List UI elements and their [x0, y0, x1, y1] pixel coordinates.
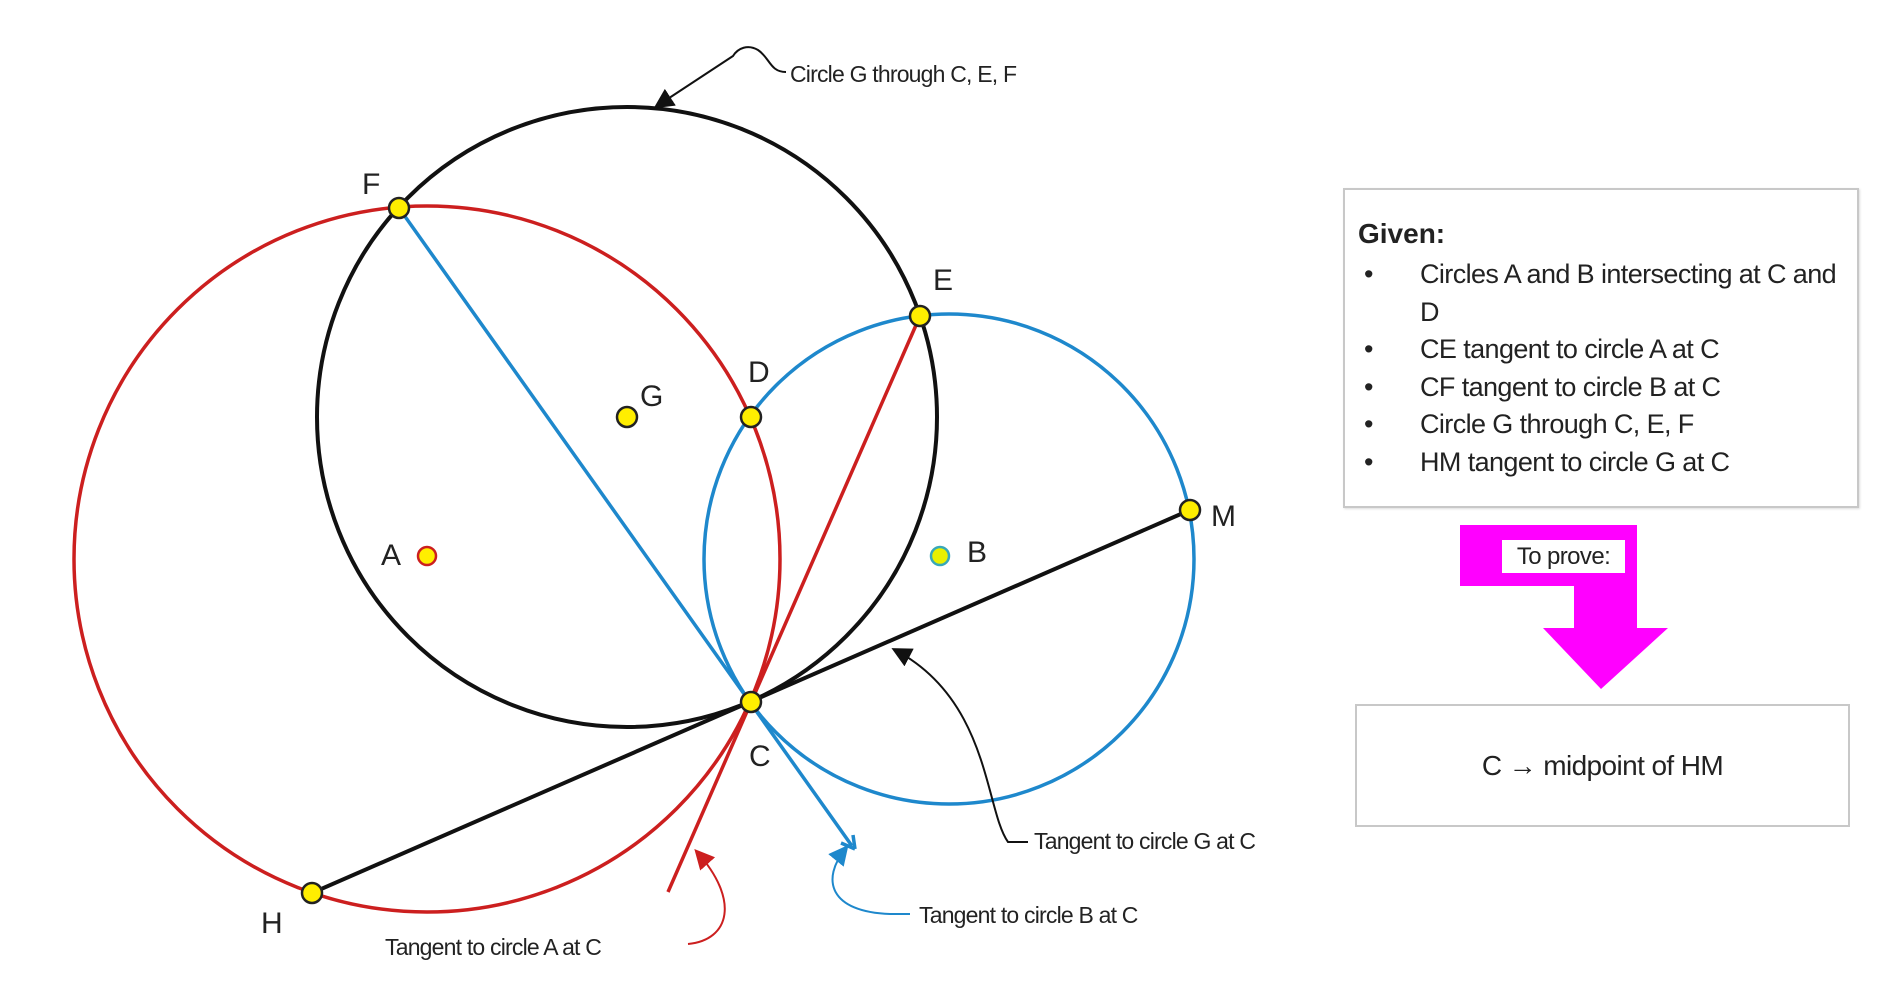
tangent-g-leader: [891, 648, 1028, 843]
to-prove-label: To prove:: [1502, 540, 1625, 573]
given-item: • CE tangent to circle A at C: [1345, 331, 1840, 369]
line-cf-tangent-b: [397, 206, 854, 848]
circle-g: [315, 105, 939, 729]
tangent-a-leader: [687, 849, 726, 945]
given-item-text: CE tangent to circle A at C: [1420, 334, 1720, 364]
bullet-icon: •: [1364, 334, 1373, 364]
annotation-tangent-b: Tangent to circle B at C: [919, 902, 1138, 928]
label-f: F: [362, 168, 380, 201]
given-item-text: Circle G through C, E, F: [1420, 409, 1694, 439]
point-d[interactable]: [739, 405, 763, 429]
point-c[interactable]: [739, 690, 763, 714]
given-box: Given: • Circles A and B intersecting at …: [1343, 188, 1859, 508]
given-item-text: HM tangent to circle G at C: [1420, 446, 1730, 477]
bullet-icon: •: [1364, 409, 1373, 439]
given-item: • Circles A and B intersecting at C and D: [1345, 256, 1840, 331]
label-d: D: [748, 356, 770, 389]
label-g: G: [640, 380, 663, 413]
given-item: • HM tangent to circle G at C: [1345, 444, 1840, 482]
point-m[interactable]: [1178, 498, 1202, 522]
label-e: E: [933, 264, 953, 297]
given-item-text: CF tangent to circle B at C: [1420, 371, 1721, 402]
tangent-b-leader: [828, 844, 910, 915]
label-a: A: [381, 539, 401, 572]
point-b[interactable]: [929, 545, 951, 567]
annotation-tangent-g: Tangent to circle G at C: [1034, 828, 1255, 854]
label-b: B: [967, 536, 987, 569]
point-f[interactable]: [387, 196, 411, 220]
circle-g-leader: [653, 46, 787, 109]
conclusion-text: C → midpoint of HM: [1481, 749, 1724, 781]
annotation-circle-g: Circle G through C, E, F: [790, 61, 1017, 87]
given-title: Given:: [1358, 218, 1446, 249]
given-item-text: Circles A and B intersecting at C and D: [1420, 259, 1837, 327]
conclusion-box: C → midpoint of HM: [1355, 704, 1850, 827]
bullet-icon: •: [1364, 446, 1373, 477]
label-m: M: [1211, 500, 1236, 533]
point-a[interactable]: [416, 545, 438, 567]
bullet-icon: •: [1364, 259, 1373, 289]
given-item: • CF tangent to circle B at C: [1345, 369, 1840, 407]
point-e[interactable]: [908, 304, 932, 328]
label-c: C: [749, 740, 771, 773]
label-h: H: [261, 907, 283, 940]
given-item: • Circle G through C, E, F: [1345, 406, 1840, 444]
line-ce-tangent-a: [666, 315, 922, 893]
circle-b: [702, 312, 1196, 806]
point-h[interactable]: [300, 881, 324, 905]
circle-a: [72, 204, 782, 914]
point-g[interactable]: [615, 405, 639, 429]
given-list: • Circles A and B intersecting at C and D…: [1345, 256, 1840, 481]
bullet-icon: •: [1364, 371, 1373, 402]
annotation-tangent-a: Tangent to circle A at C: [385, 934, 601, 960]
